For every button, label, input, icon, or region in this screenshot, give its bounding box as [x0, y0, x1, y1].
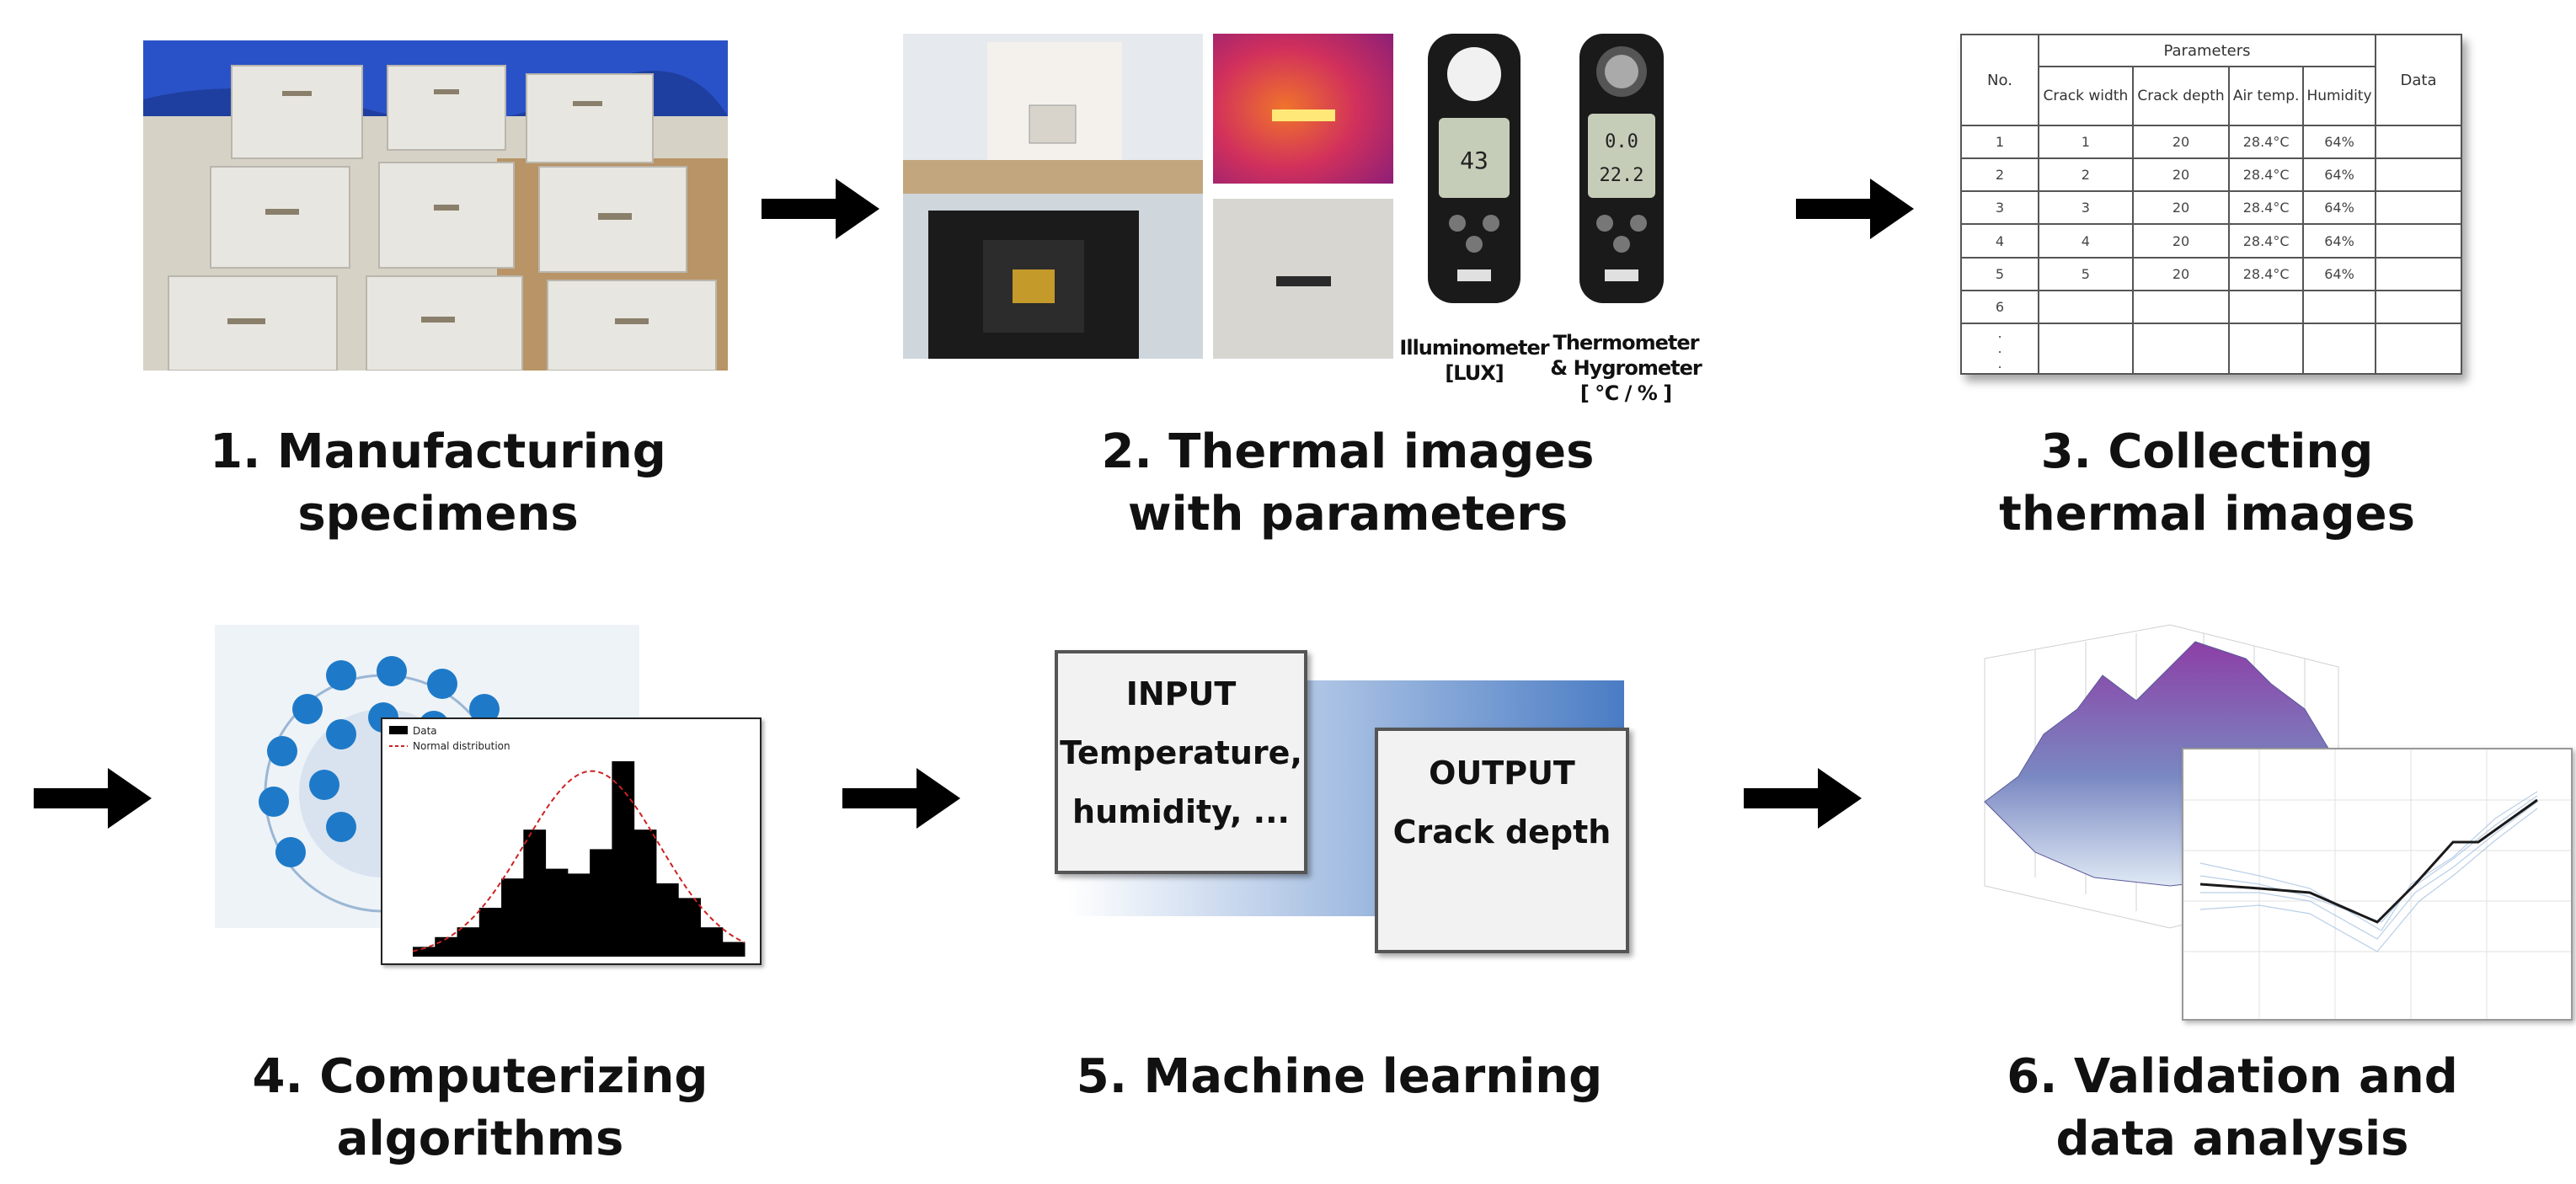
step-6-caption: 6. Validation and data analysis	[2007, 1049, 2458, 1166]
histogram-bar	[612, 761, 635, 957]
table-col-header: Crack depth	[2131, 66, 2231, 126]
histogram-bar	[633, 829, 657, 957]
ml-output-line1: Crack depth	[1392, 813, 1611, 851]
arrow-right-icon	[762, 179, 879, 239]
table-col-header: Crack width	[2038, 66, 2134, 126]
histogram-bar	[413, 947, 436, 957]
histogram-bar	[678, 898, 701, 957]
table-row: ...	[1960, 323, 2462, 375]
specimens-photo	[143, 40, 728, 371]
histogram-bar	[655, 883, 679, 957]
thermal-image	[1213, 34, 1393, 184]
mean-series-line	[2199, 798, 2538, 924]
histogram-bar	[700, 927, 724, 957]
ml-input-line1: Temperature,	[1060, 734, 1302, 771]
histogram-chart: Data Normal distribution	[381, 717, 762, 965]
arrow-right-icon	[34, 768, 152, 829]
crack-photo	[1213, 199, 1393, 359]
legend-data-swatch	[389, 726, 408, 734]
legend-data-label: Data	[413, 725, 437, 737]
thermo-display-2: 22.2	[1600, 165, 1644, 186]
step-2-caption: 2. Thermal images with parameters	[1101, 424, 1595, 541]
histogram-bar	[457, 927, 480, 957]
step-5-caption: 5. Machine learning	[1076, 1049, 1603, 1104]
illuminometer-label: Illuminometer [LUX]	[1399, 336, 1549, 385]
ml-output-title: OUTPUT	[1429, 755, 1575, 792]
illum-display: 43	[1460, 147, 1488, 174]
table-col-header: Humidity	[2301, 66, 2377, 126]
histogram-bar	[545, 868, 569, 957]
legend-normal-label: Normal distribution	[413, 740, 510, 752]
arrow-right-icon	[1744, 768, 1862, 829]
histogram-bar	[478, 908, 502, 957]
step-1-caption: 1. Manufacturing specimens	[210, 424, 666, 541]
thermo-display-1: 0.0	[1605, 131, 1638, 152]
thermo-hygrometer-device: 0.0 22.2	[1575, 34, 1668, 303]
histogram-bar	[523, 829, 547, 957]
table-header-parameters: Parameters	[2038, 34, 2376, 67]
step-3-caption: 3. Collecting thermal images	[1999, 424, 2415, 541]
histogram-bar	[501, 878, 524, 957]
histogram-bar	[567, 873, 591, 957]
normal-distribution-curve	[412, 770, 746, 952]
thermo-hygrometer-label: Thermometer & Hygrometer [ ℃ / % ]	[1550, 331, 1702, 405]
table-header-data: Data	[2375, 34, 2462, 126]
table-row: 6	[1960, 289, 2462, 325]
arrow-right-icon	[842, 768, 960, 829]
thermal-camera-photo	[903, 34, 1203, 359]
histogram-bar	[435, 936, 458, 957]
ml-input-box: INPUT Temperature, humidity, ...	[1055, 650, 1307, 874]
arrow-right-icon	[1796, 179, 1914, 239]
table-col-header: Air temp.	[2228, 66, 2304, 126]
step-4-caption: 4. Computerizing algorithms	[252, 1049, 708, 1166]
histogram-bar	[590, 849, 612, 957]
histogram-bar	[722, 941, 746, 957]
parameters-table: No. Parameters Data Crack width Crack de…	[1960, 34, 2462, 375]
ml-output-box: OUTPUT Crack depth	[1375, 728, 1629, 953]
table-header-no: No.	[1960, 34, 2039, 126]
illuminometer-device: 43	[1424, 34, 1525, 303]
ml-input-title: INPUT	[1125, 675, 1237, 712]
ml-input-line2: humidity, ...	[1072, 793, 1290, 830]
validation-line-chart	[2182, 748, 2573, 1021]
